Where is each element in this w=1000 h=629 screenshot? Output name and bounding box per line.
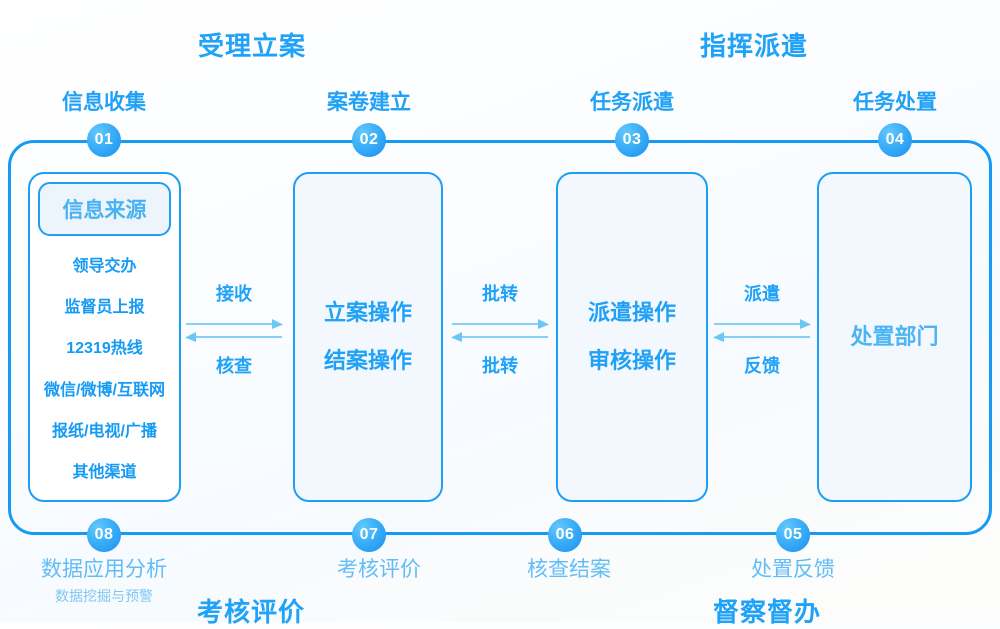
handling-department-box: 处置部门 — [817, 172, 972, 502]
step-label-02: 案卷建立 — [327, 91, 411, 114]
source-item: 报纸/电视/广播 — [52, 422, 157, 440]
step-label-07: 考核评价 — [337, 553, 421, 583]
dispatch-operation-line: 审核操作 — [587, 348, 676, 373]
step-badge-01[interactable]: 01 — [87, 123, 121, 157]
step-badge-08[interactable]: 08 — [87, 518, 121, 552]
information-source-list: 领导交办 监督员上报 12319热线 微信/微博/互联网 报纸/电视/广播 其他… — [30, 242, 179, 500]
step-label-06: 核查结案 — [527, 553, 611, 583]
step-label-06-text: 核查结案 — [527, 558, 611, 581]
step-label-08: 数据应用分析 数据挖掘与预警 — [41, 553, 167, 606]
step-badge-03[interactable]: 03 — [615, 123, 649, 157]
step-label-08-text: 数据应用分析 — [41, 558, 167, 581]
bidirectional-arrow-icon — [450, 315, 550, 345]
connector-backward-label: 批转 — [482, 356, 518, 376]
handling-department-line: 处置部门 — [850, 324, 939, 349]
source-item: 领导交办 — [72, 257, 137, 275]
step-label-01: 信息收集 — [62, 91, 146, 114]
section-title-assess: 考核评价 — [196, 597, 306, 627]
section-title-dispatch: 指挥派遣 — [699, 31, 809, 61]
step-label-04: 任务处置 — [853, 91, 937, 114]
step-badge-04[interactable]: 04 — [878, 123, 912, 157]
step-badge-05[interactable]: 05 — [776, 518, 810, 552]
dispatch-operation-line: 派遣操作 — [587, 300, 676, 325]
step-label-03: 任务派遣 — [590, 91, 674, 114]
bidirectional-arrow-icon — [184, 315, 284, 345]
information-source-header: 信息来源 — [38, 182, 171, 236]
connector-dispatch-to-handle: 派遣 反馈 — [712, 285, 812, 375]
source-item: 微信/微博/互联网 — [44, 381, 165, 399]
step-label-05-text: 处置反馈 — [751, 558, 835, 581]
connector-forward-label: 派遣 — [744, 284, 780, 304]
source-item: 其他渠道 — [72, 464, 137, 482]
connector-case-to-dispatch: 批转 批转 — [450, 285, 550, 375]
source-item: 12319热线 — [66, 340, 143, 358]
information-source-box: 信息来源 领导交办 监督员上报 12319热线 微信/微博/互联网 报纸/电视/… — [28, 172, 181, 502]
connector-backward-label: 核查 — [216, 356, 252, 376]
connector-source-to-case: 接收 核查 — [184, 285, 284, 375]
dispatch-operation-box: 派遣操作 审核操作 — [556, 172, 708, 502]
step-label-08-sub: 数据挖掘与预警 — [55, 588, 153, 604]
section-title-accept: 受理立案 — [197, 31, 307, 61]
step-badge-06[interactable]: 06 — [548, 518, 582, 552]
case-operation-line: 立案操作 — [323, 300, 412, 325]
connector-forward-label: 接收 — [216, 284, 252, 304]
section-title-supervise: 督察督办 — [712, 597, 822, 627]
step-badge-07[interactable]: 07 — [352, 518, 386, 552]
source-item: 监督员上报 — [64, 298, 145, 316]
step-label-05: 处置反馈 — [751, 553, 835, 583]
case-operation-line: 结案操作 — [323, 348, 412, 373]
connector-forward-label: 批转 — [482, 284, 518, 304]
connector-backward-label: 反馈 — [744, 356, 780, 376]
bidirectional-arrow-icon — [712, 315, 812, 345]
process-track — [8, 140, 992, 535]
case-operation-box: 立案操作 结案操作 — [293, 172, 443, 502]
step-label-07-text: 考核评价 — [337, 558, 421, 581]
step-badge-02[interactable]: 02 — [352, 123, 386, 157]
